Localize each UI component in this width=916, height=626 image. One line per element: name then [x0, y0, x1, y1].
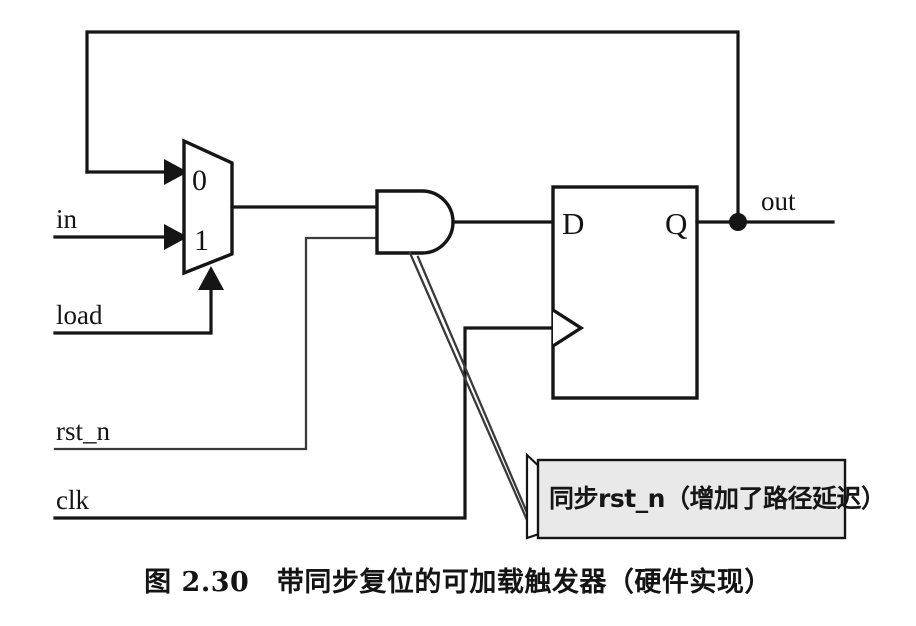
rstn-path: [53, 236, 379, 451]
out-output-wire: [695, 213, 835, 231]
label-load: load: [56, 300, 103, 330]
mux-body: [182, 138, 234, 276]
load-arrowhead-icon: [198, 266, 224, 290]
annotation-callout: [525, 452, 847, 540]
feedback-arrowhead-icon: [164, 159, 188, 185]
feedback-path: [85, 30, 740, 224]
rstn-input-wire: [53, 236, 379, 451]
load-path: [53, 286, 213, 335]
and-gate: [375, 189, 455, 255]
clock-triangle-icon: [552, 308, 585, 348]
label-clk: clk: [56, 485, 89, 515]
flipflop-body: [551, 185, 699, 400]
annotation-box: [536, 458, 847, 540]
mux-2to1: 0 1: [182, 138, 234, 276]
clk-path: [53, 326, 555, 520]
mux-input-1-label: 1: [194, 224, 209, 257]
label-in: in: [56, 204, 78, 234]
label-rst-n: rst_n: [56, 416, 111, 446]
mux-input-0-label: 0: [192, 164, 207, 197]
and-gate-body: [375, 189, 455, 255]
label-out: out: [761, 186, 796, 216]
figure-caption: 图 2.30 带同步复位的可加载触发器（硬件实现）: [144, 567, 772, 598]
feedback-wire: [85, 30, 740, 224]
out-junction-dot-icon: [729, 213, 747, 231]
in-input-wire: [53, 224, 188, 250]
annotation-text: 同步rst_n（增加了路径延迟）: [549, 484, 886, 513]
flipflop-q-label: Q: [665, 206, 687, 241]
callout-leader-line-2: [416, 255, 533, 524]
clk-input-wire: [53, 326, 555, 520]
in-arrowhead-icon: [164, 224, 188, 250]
d-flipflop: D Q: [551, 185, 699, 400]
callout-leader: [408, 251, 533, 524]
callout-leader-line-1: [408, 251, 529, 522]
flipflop-d-label: D: [562, 206, 584, 241]
load-select-wire: [53, 266, 224, 335]
